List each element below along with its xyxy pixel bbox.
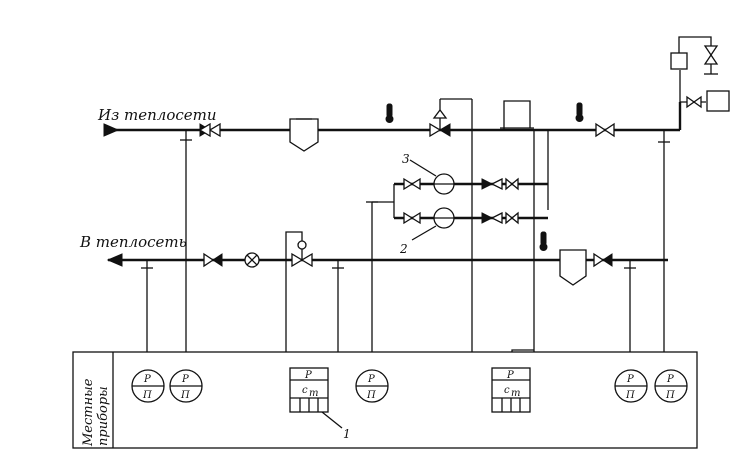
pressure-gauge-icon-4: P П [614,369,648,403]
supply-tap-1 [180,130,192,141]
svg-text:П: П [180,390,190,401]
svg-text:т: т [309,388,318,399]
thermometer-icon-3 [539,231,548,251]
return-tap-2 [332,260,344,269]
svg-text:P: P [666,374,674,385]
supply-tap-2 [658,130,670,143]
right-riser [670,36,730,130]
svg-text:P: P [304,370,312,381]
return-gate-valve [203,252,223,268]
thermometer-icon [385,103,394,123]
svg-text:P: P [367,374,375,385]
callout-2: 2 [399,242,408,256]
svg-text:П: П [665,390,675,401]
pump-3 [403,173,519,195]
svg-text:P: P [626,374,634,385]
panel-label-line1: Местные [81,378,96,447]
pressure-gauge-icon-3: P П [355,369,389,403]
return-gate-valve-2 [593,252,613,268]
panel-label-line2: приборы [96,386,111,446]
pump-branch [366,130,549,372]
svg-text:П: П [625,390,635,401]
instrument-panel: Местные приборы [72,351,698,449]
recorder-2: P c т [491,367,531,413]
pump-2 [403,207,519,229]
return-tap-3 [624,260,636,269]
callout-1: 1 [343,427,351,441]
svg-text:П: П [366,390,376,401]
mud-trap-icon-2 [559,249,587,286]
svg-text:P: P [506,370,514,381]
supply-impulse-box [500,100,534,130]
pressure-gauge-icon-2: P П [169,369,203,403]
supply-valve-right [595,122,615,138]
mud-trap-icon [289,118,319,152]
supply-label: Из теплосети [97,106,217,124]
flow-meter-icon [244,252,260,268]
return-label: В теплосеть [79,233,187,251]
svg-text:П: П [142,390,152,401]
recorder-1: P c т [289,367,329,413]
supply-gate-valve [198,122,221,138]
svg-text:c: c [504,385,510,396]
pressure-gauge-icon-5: P П [654,369,688,403]
thermometer-icon-2 [575,102,584,122]
callout-3: 3 [402,152,410,166]
svg-text:т: т [511,388,520,399]
svg-text:P: P [181,374,189,385]
svg-text:P: P [143,374,151,385]
control-valve-supply [429,98,473,372]
pressure-gauge-icon-1: P П [131,369,165,403]
svg-text:c: c [302,385,308,396]
return-tap-1 [141,260,153,269]
supply-pipe [103,123,680,137]
